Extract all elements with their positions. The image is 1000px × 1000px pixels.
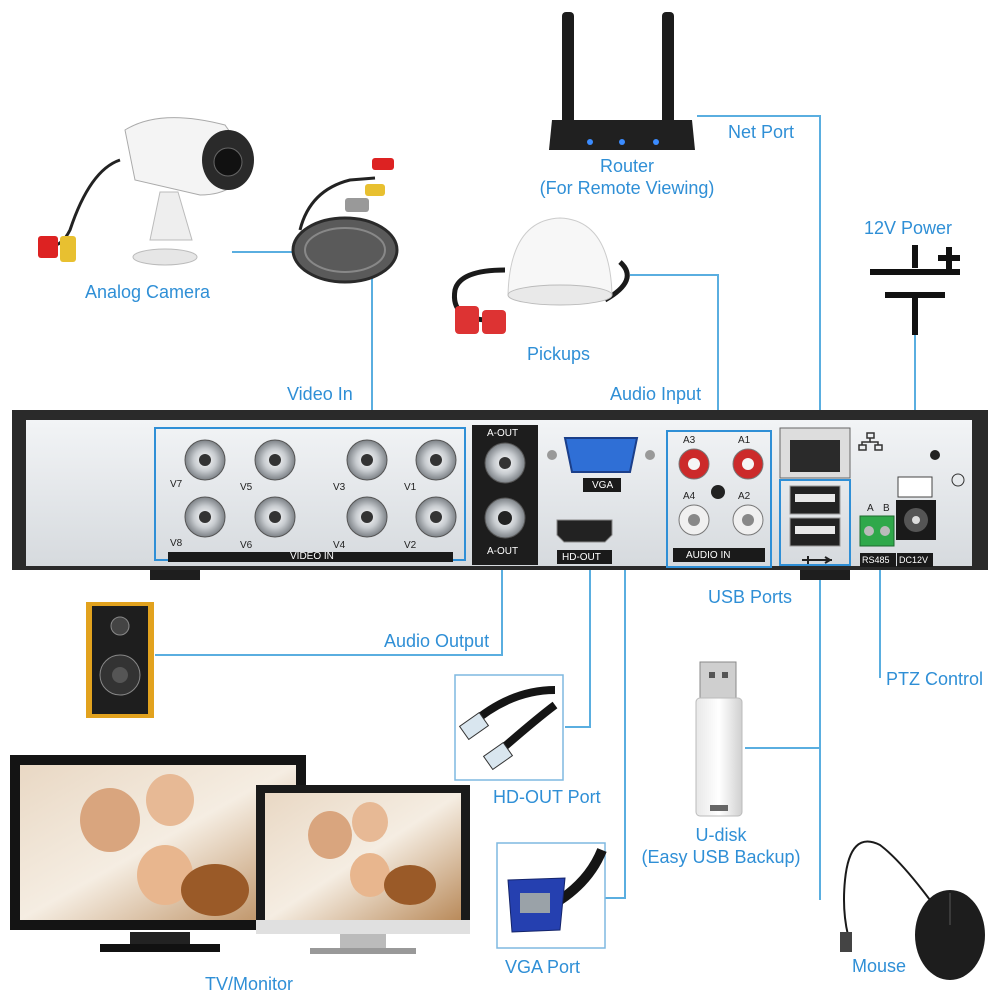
- udisk-sublabel: (Easy USB Backup): [641, 847, 801, 867]
- network-icon: [858, 432, 883, 451]
- audio-label-a1: A1: [738, 435, 751, 446]
- channel-label-v6: V6: [240, 540, 253, 551]
- hdout-line: [565, 565, 591, 728]
- usb-icon: [802, 556, 832, 564]
- vga-cable: [507, 848, 607, 933]
- pickups-label: Pickups: [527, 344, 591, 364]
- audio-output-label: Audio Output: [384, 631, 490, 651]
- monitor-small: [256, 785, 470, 954]
- usb-box: [779, 479, 851, 566]
- pickup-mic-device: [451, 217, 630, 334]
- audio-in-panel-text: AUDIO IN: [686, 550, 731, 561]
- aout-top-text: A-OUT: [487, 428, 519, 439]
- udisk-device: [695, 661, 743, 817]
- mouse-label: Mouse: [852, 956, 907, 976]
- rs485-pin-b: B: [883, 503, 890, 514]
- channel-label-v1: V1: [404, 482, 417, 493]
- channel-label-v5: V5: [240, 482, 253, 493]
- audio-input-label: Audio Input: [610, 384, 702, 404]
- power-label: 12V Power: [864, 218, 953, 238]
- usb-ports-label: USB Ports: [708, 587, 793, 607]
- aout-bottom-text: A-OUT: [487, 546, 519, 557]
- camera-device: [38, 117, 254, 266]
- mouse-device: [840, 840, 985, 980]
- speaker-device: [86, 602, 154, 718]
- bnc-connectors: [184, 439, 457, 538]
- ground-icon: [951, 473, 965, 487]
- hdout-panel-text: HD-OUT: [562, 552, 601, 563]
- tv-monitor-label: TV/Monitor: [205, 974, 294, 994]
- hdout-port-label: HD-OUT Port: [493, 787, 601, 807]
- dc-panel-text: DC12V: [899, 555, 929, 565]
- router-label: Router: [599, 156, 655, 176]
- vga-connector: [547, 437, 655, 473]
- udisk-label: U-disk: [695, 825, 747, 845]
- net-port-label: Net Port: [728, 122, 795, 142]
- rca-connectors: [678, 448, 764, 536]
- monitor-large: [10, 755, 306, 952]
- analog-camera-label: Analog Camera: [85, 282, 211, 302]
- rs485-panel-text: RS485: [862, 555, 890, 565]
- connector-lines: [155, 115, 916, 900]
- ptz-control-label: PTZ Control: [886, 669, 984, 689]
- cable-coil: [291, 158, 399, 284]
- channel-label-v8: V8: [170, 538, 183, 549]
- hdmi-cable: [458, 686, 558, 771]
- router-net-line: [697, 115, 821, 430]
- hdmi-connector: [556, 519, 613, 543]
- rs485-pin-a: A: [867, 503, 874, 514]
- channel-label-v4: V4: [333, 540, 346, 551]
- router-sublabel: (For Remote Viewing): [539, 178, 715, 198]
- channel-label-v3: V3: [333, 482, 346, 493]
- video-in-label: Video In: [287, 384, 353, 404]
- audio-in-box: [666, 430, 772, 568]
- video-in-panel-text: VIDEO IN: [290, 551, 334, 562]
- vga-panel-text: VGA: [592, 480, 614, 491]
- router-device: [549, 12, 695, 150]
- audio-label-a2: A2: [738, 491, 751, 502]
- audio-label-a4: A4: [683, 491, 696, 502]
- channel-label-v7: V7: [170, 479, 183, 490]
- power-symbol: [870, 245, 960, 335]
- channel-label-v2: V2: [404, 540, 417, 551]
- audio-out-line: [155, 560, 503, 656]
- pickups-line: [630, 274, 719, 430]
- audio-label-a3: A3: [683, 435, 696, 446]
- vga-line: [605, 500, 626, 899]
- vga-port-label: VGA Port: [505, 957, 581, 977]
- dvr-panel: [12, 410, 988, 580]
